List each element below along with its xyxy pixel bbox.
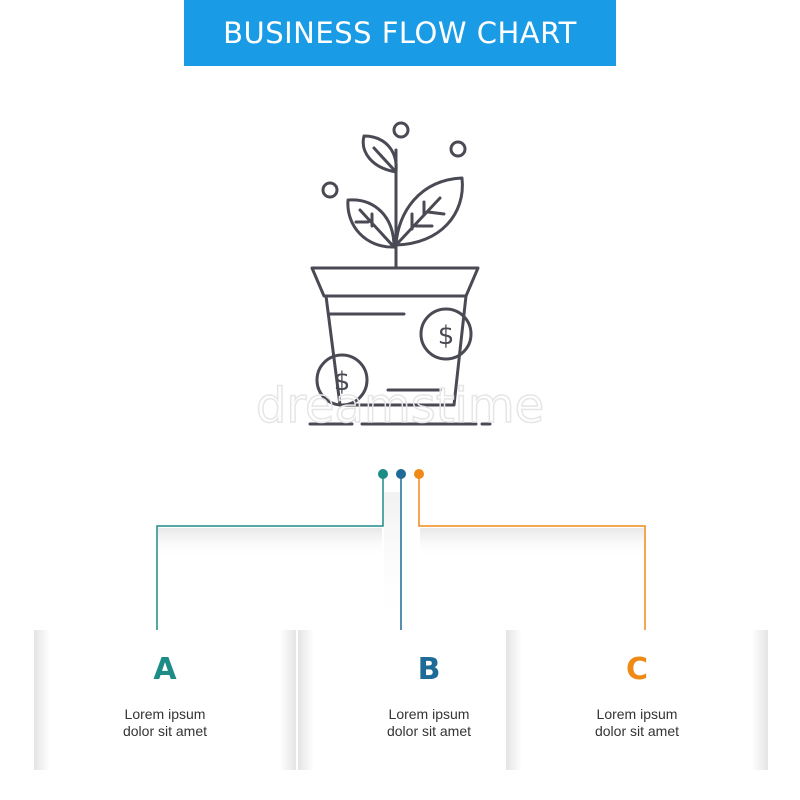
connector-a <box>156 474 384 636</box>
left-leaf-icon <box>346 198 396 249</box>
dot-b <box>396 469 406 479</box>
step-text-line: Lorem ipsum <box>596 706 678 722</box>
bubble-icon <box>321 181 339 199</box>
chart-title: BUSINESS FLOW CHART <box>223 16 577 50</box>
right-leaf-icon <box>394 176 464 247</box>
dot-c <box>414 469 424 479</box>
step-letter-c: C <box>625 652 649 687</box>
top-leaf-icon <box>361 134 398 174</box>
step-text-b: Lorem ipsum dolor sit amet <box>298 706 560 740</box>
coin-dollar-icon <box>419 307 473 361</box>
watermark: dreamstime <box>256 378 544 434</box>
step-text-c: Lorem ipsum dolor sit amet <box>506 706 768 740</box>
connector-c <box>418 474 646 636</box>
title-banner: BUSINESS FLOW CHART <box>184 0 616 66</box>
step-panel-c: C Lorem ipsum dolor sit amet <box>506 630 768 770</box>
dot-a <box>378 469 388 479</box>
money-plant-pot-icon: $ $ dreamstime <box>255 121 545 435</box>
step-text-a: Lorem ipsum dolor sit amet <box>34 706 296 740</box>
coin-dollar-icon <box>315 353 369 407</box>
pot-body <box>324 294 468 407</box>
step-text-line: Lorem ipsum <box>388 706 470 722</box>
step-text-line: dolor sit amet <box>386 723 472 739</box>
step-letter-a: A <box>153 652 177 687</box>
step-panel-a: A Lorem ipsum dolor sit amet <box>34 630 296 770</box>
step-text-line: Lorem ipsum <box>124 706 206 722</box>
step-text-line: dolor sit amet <box>122 723 208 739</box>
step-text-line: dolor sit amet <box>594 723 680 739</box>
step-letter-b: B <box>417 652 441 687</box>
bubble-icon <box>392 121 410 139</box>
svg-text:$: $ <box>334 367 351 397</box>
svg-text:$: $ <box>438 321 455 351</box>
bubble-icon <box>449 140 467 158</box>
